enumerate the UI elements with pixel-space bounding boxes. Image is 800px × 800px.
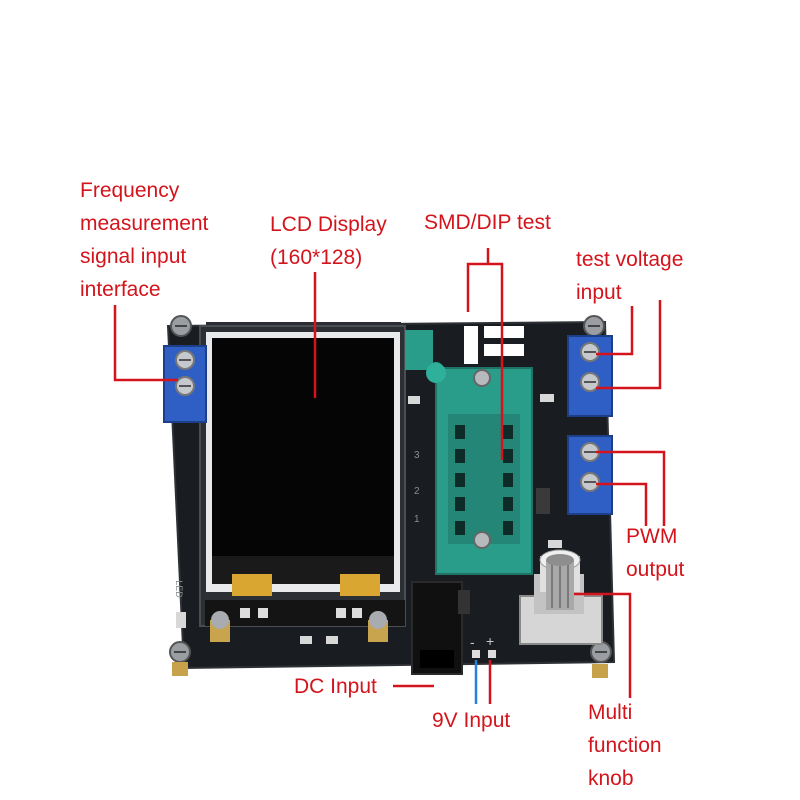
callout-leader-lines	[113, 248, 666, 704]
zif-socket-holes	[455, 425, 513, 535]
smd-components	[176, 394, 562, 644]
nine-v-input-label: 9V Input	[432, 709, 511, 732]
frequency-input-terminal	[163, 345, 207, 423]
rotary-encoder	[519, 549, 603, 645]
pwm-output-label: PWM output	[626, 525, 685, 581]
plus-silkscreen: +	[486, 633, 495, 649]
minus-silkscreen: -	[470, 634, 475, 650]
socket-pin-1-label: 1	[414, 514, 420, 525]
smd-dip-test-label: SMD/DIP test	[424, 211, 551, 234]
dc-input-label: DC Input	[294, 675, 377, 698]
led-silkscreen: LED	[173, 580, 184, 598]
lcd-standoffs	[210, 611, 388, 642]
multi-function-knob-label: Multi function knob	[588, 701, 662, 790]
test-voltage-terminal	[567, 335, 613, 417]
lcd-module	[199, 325, 406, 627]
socket-pin-2-label: 2	[414, 486, 420, 497]
socket-pin-3-label: 3	[414, 450, 420, 461]
smd-test-pads	[464, 326, 524, 364]
polarity-pads	[472, 650, 496, 658]
frequency-input-label: Frequency measurement signal input inter…	[80, 179, 209, 301]
pwm-output-terminal	[567, 435, 613, 515]
lcd-display-label: LCD Display (160*128)	[270, 213, 387, 269]
test-voltage-label: test voltage input	[576, 248, 684, 304]
dc-jack	[411, 581, 470, 675]
